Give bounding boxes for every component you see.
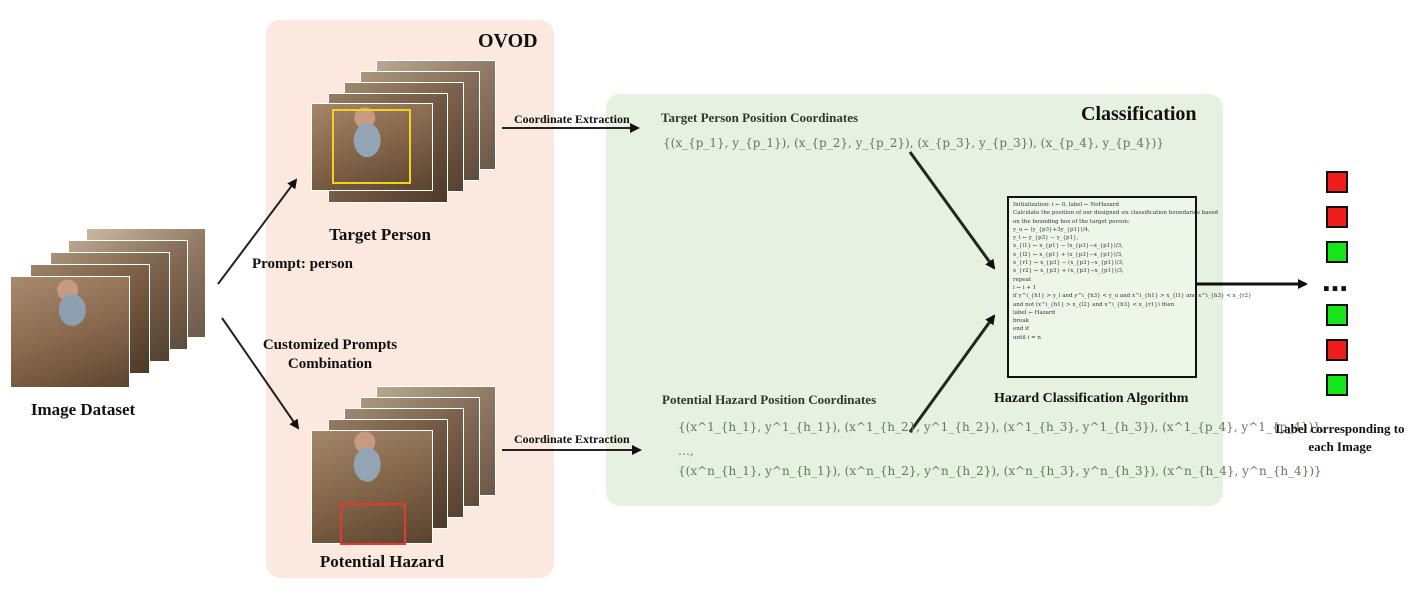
- arrow-dataset-to-hazard: [221, 317, 300, 430]
- ovod-title: OVOD: [478, 30, 538, 52]
- output-label-line2: each Image: [1308, 439, 1372, 454]
- coordinate-extraction-top-label: Coordinate Extraction: [514, 112, 630, 126]
- algorithm-line: y_u ← (y_{p3}+3y_{p1})/4,: [1013, 226, 1090, 233]
- algorithm-line: end if: [1013, 326, 1029, 333]
- arrow-dataset-to-target: [217, 178, 298, 285]
- customized-prompts-line1: Customized Prompts: [262, 337, 398, 353]
- algorithm-line: on the bounding box of the target person…: [1013, 218, 1130, 225]
- target-bounding-box: [332, 109, 411, 184]
- algorithm-line: and not (x^i_{h1} > x_{l2} and x^i_{h3} …: [1013, 301, 1175, 308]
- output-label-line1: Label corresponding to: [1275, 421, 1405, 436]
- algorithm-line: i ← i + 1: [1013, 284, 1037, 291]
- algorithm-line: break: [1013, 318, 1030, 325]
- hazard-coords-formula-3: {(x^n_{h_1}, y^n_{h_1}), (x^n_{h_2}, y^n…: [678, 464, 1322, 478]
- hazard-coords-formula-2: …,: [678, 444, 694, 458]
- algorithm-line: until i = n: [1013, 334, 1041, 341]
- label-square-green: [1326, 374, 1348, 396]
- classification-title: Classification: [1081, 103, 1197, 125]
- target-coords-formula: {(x_{p_1}, y_{p_1}), (x_{p_2}, y_{p_2}),…: [663, 136, 1164, 150]
- label-square-red: [1326, 206, 1348, 228]
- algorithm-line: x_{l1} ← x_{p1} − (x_{p3}−x_{p1})/3,: [1013, 243, 1123, 250]
- hazard-photo-front: [311, 430, 433, 545]
- dataset-photo-front: [10, 276, 130, 388]
- customized-prompts-label: Customized Prompts Combination: [240, 336, 420, 374]
- customized-prompts-line2: Combination: [287, 356, 373, 372]
- more-dots: …: [1322, 268, 1349, 298]
- dataset-label: Image Dataset: [30, 400, 136, 419]
- target-person-label: Target Person: [329, 225, 431, 244]
- algorithm-line: if y^i_{h1} > y_l and y^i_{h3} < y_u and…: [1013, 293, 1252, 300]
- label-square-green: [1326, 241, 1348, 263]
- arrow-target-to-algo: [908, 151, 996, 270]
- coordinate-extraction-bottom-label: Coordinate Extraction: [514, 432, 630, 446]
- label-square-red: [1326, 339, 1348, 361]
- algorithm-line: repeat: [1013, 276, 1032, 283]
- prompt-person-label: Prompt: person: [252, 256, 353, 272]
- label-square-red: [1326, 171, 1348, 193]
- algorithm-line: label ← Hazard: [1013, 309, 1056, 316]
- target-photo-front: [311, 103, 433, 191]
- hazard-bounding-box: [340, 503, 406, 545]
- hazard-coords-formula-1: {(x^1_{h_1}, y^1_{h_1}), (x^1_{h_2}, y^1…: [678, 420, 1325, 434]
- hazard-coords-title: Potential Hazard Position Coordinates: [662, 392, 877, 407]
- algorithm-line: x_{l2} ← x_{p1} + (x_{p3}−x_{p1})/3,: [1013, 251, 1123, 258]
- arrow-hazard-to-algo: [908, 314, 996, 433]
- label-square-green: [1326, 304, 1348, 326]
- output-label-caption: Label corresponding to each Image: [1252, 420, 1428, 456]
- algorithm-label: Hazard Classification Algorithm: [994, 391, 1189, 406]
- algorithm-line: Calculate the position of our designed s…: [1013, 210, 1219, 217]
- target-coords-title: Target Person Position Coordinates: [661, 110, 859, 125]
- algorithm-line: y_l ← y_{p3} − y_{p1},: [1013, 235, 1079, 242]
- potential-hazard-label: Potential Hazard: [319, 552, 445, 571]
- algorithm-line: x_{r2} ← x_{p3} + (x_{p3}−x_{p1})/3,: [1013, 268, 1124, 275]
- algorithm-line: Initialization: i ← 0, label ← NoHazard: [1013, 202, 1119, 208]
- algorithm-line: x_{r1} ← x_{p3} − (x_{p3}−x_{p1})/3,: [1013, 260, 1124, 267]
